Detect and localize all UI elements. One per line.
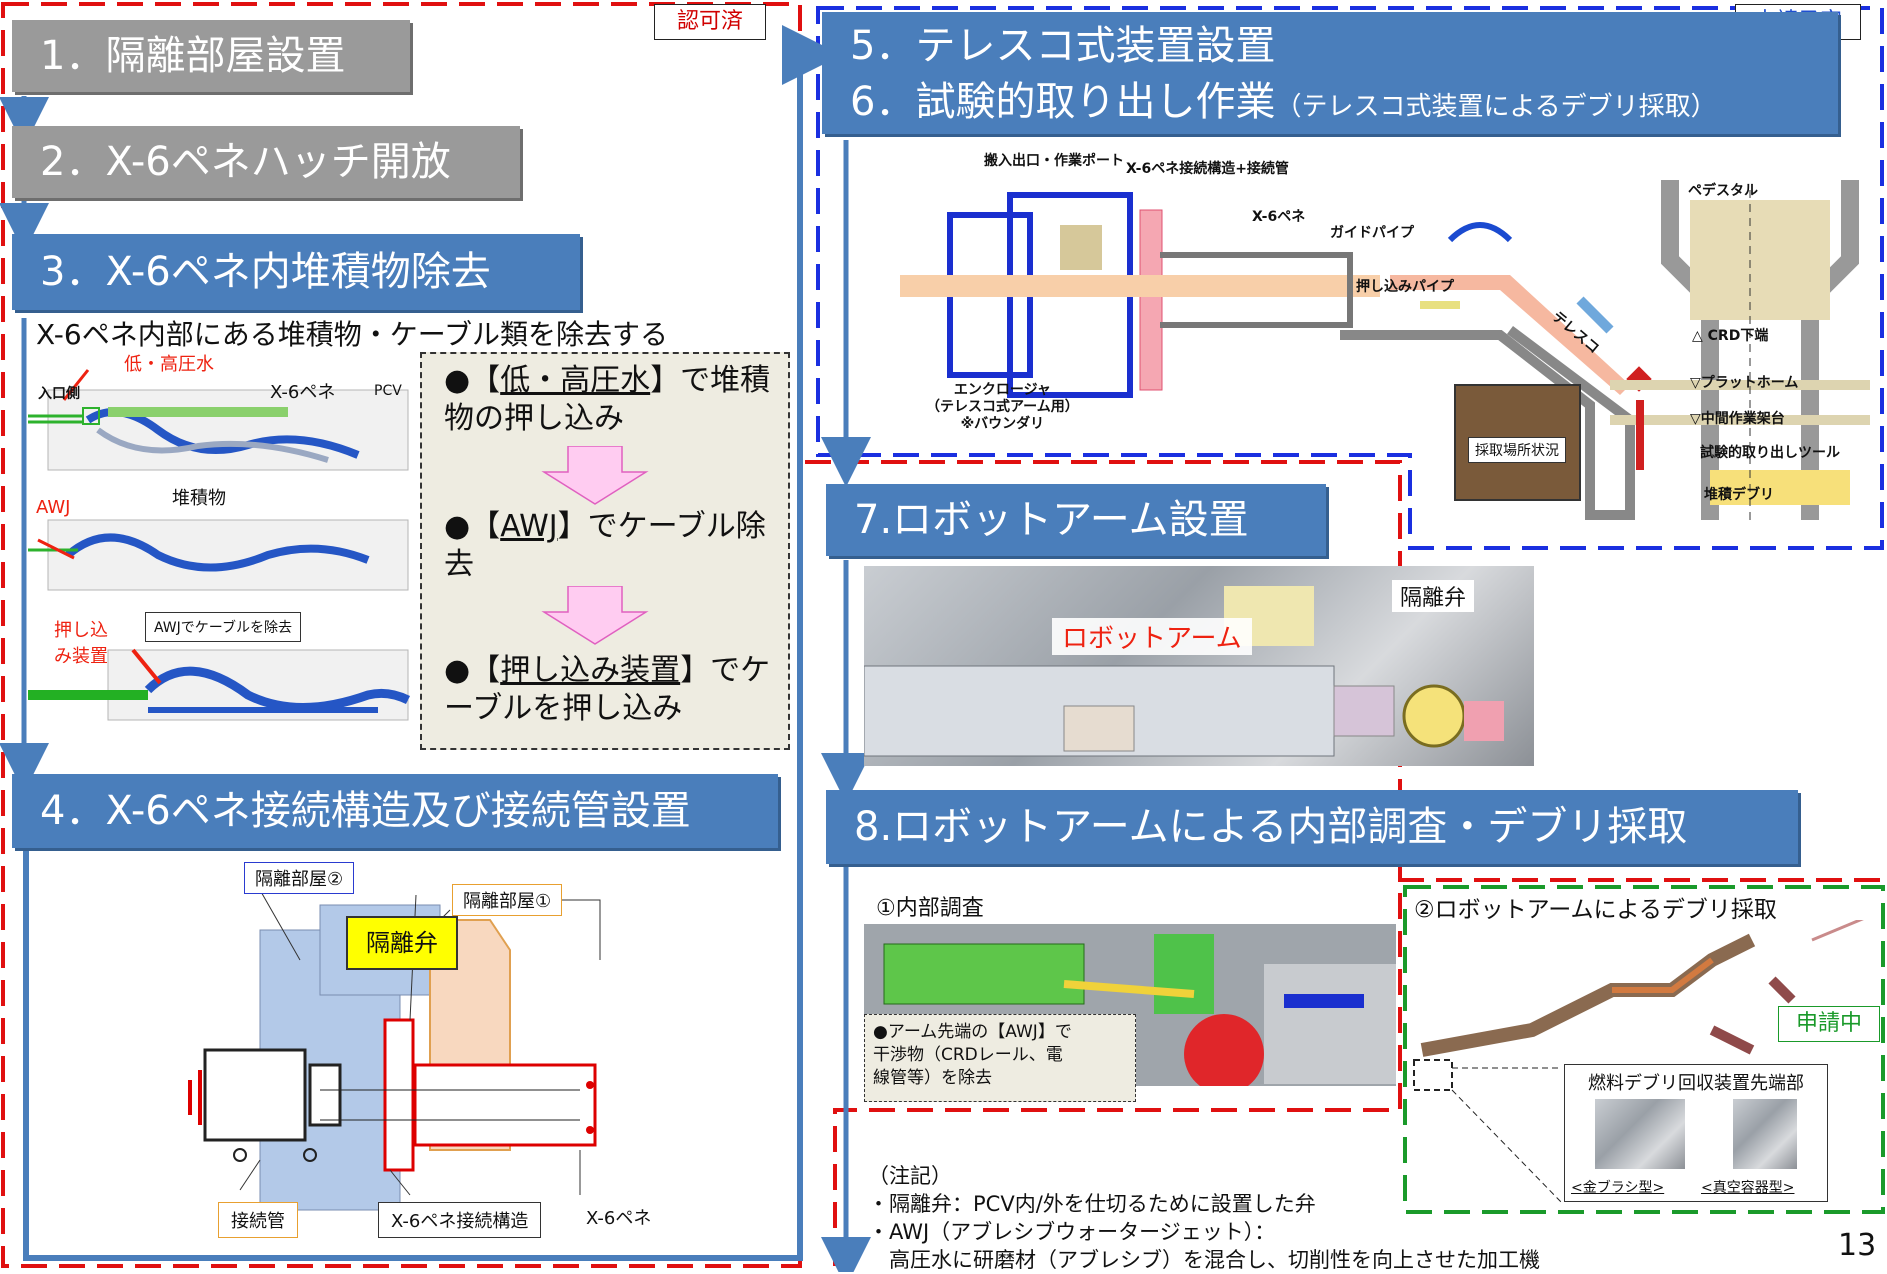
bullet-3: ●【押し込み装置】でケーブルを押し込み: [444, 653, 771, 726]
bullet-1: ●【低・高圧水】で堆積物の押し込み: [444, 363, 771, 436]
tip-title: 燃料デブリ回収装置先端部: [1588, 1073, 1804, 1094]
label-pedestal: ペデスタル: [1688, 183, 1758, 199]
step-7: 7.ロボットアーム設置: [826, 484, 1326, 556]
label-isolation-valve: 隔離弁: [346, 916, 458, 970]
label-x6-pene: X-6ペネ: [270, 382, 336, 403]
label-awj-cable: AWJでケーブルを除去: [145, 612, 301, 642]
tag-approved: 認可済: [654, 4, 766, 40]
note-3: 高圧水に研磨材（アブレシブ）を混合し、切削性を向上させた加工機: [868, 1248, 1540, 1272]
label-robot-arm: ロボットアーム: [1052, 618, 1252, 655]
vacuum-tip-photo: [1733, 1099, 1797, 1169]
down-arrow-1: [541, 446, 649, 505]
notes: （注記） ・隔離弁：PCV内/外を仕切るために設置した弁 ・AWJ（アブレシブウ…: [868, 1162, 1540, 1274]
tip-box: 燃料デブリ回収装置先端部 <金ブラシ型> <真空容器型>: [1564, 1064, 1828, 1202]
down-arrow-2: [541, 586, 649, 645]
label-crd-bottom: △ CRD下端: [1692, 328, 1769, 344]
step3-figure: [28, 369, 411, 721]
label-inlet-side: 入口側: [38, 386, 80, 402]
label-enclosure: エンクロージャ （テレスコ式アーム用） ※バウンダリ: [926, 382, 1079, 432]
step-2: 2．X-6ペネハッチ開放: [12, 126, 520, 198]
label-pcv: PCV: [374, 383, 402, 399]
step4-figure: [188, 889, 601, 1211]
step3-bullets-box: [420, 352, 790, 750]
planned-frame: [816, 6, 1884, 550]
applying-frame: [1403, 885, 1885, 1214]
step-3: 3．X-6ペネ内堆積物除去: [12, 234, 580, 310]
notes-head: （注記）: [868, 1164, 952, 1188]
step-1: 1．隔離部屋設置: [12, 20, 410, 92]
label-valve-step7: 隔離弁: [1392, 580, 1475, 612]
label-deposit: 堆積物: [172, 488, 226, 509]
label-robot-debris: ②ロボットアームによるデブリ採取: [1414, 897, 1777, 923]
label-room1: 隔離部屋①: [452, 884, 563, 916]
tag-applying: 申請中: [1778, 1006, 1880, 1042]
approved-frame-right: [805, 460, 1402, 1268]
label-conn-struct: X-6ペネ接続構造: [378, 1202, 542, 1238]
label-internal-survey: ①内部調査: [876, 896, 984, 921]
step-6-title: 6．試験的取り出し作業（テレスコ式装置によるデブリ採取）: [850, 79, 1717, 125]
arrow-4-5: [23, 25, 842, 1261]
label-awj: AWJ: [36, 497, 71, 518]
label-low-high-water: 低・高圧水: [124, 354, 214, 375]
robot-arm-shape: [863, 586, 1504, 757]
label-sampling-spot: 採取場所状況: [1468, 437, 1566, 463]
tip-brush-label: <金ブラシ型>: [1571, 1180, 1665, 1196]
robot-arm-tip-figure: [1420, 920, 1864, 1057]
step3-caption: X-6ペネ内部にある堆積物・ケーブル類を除去する: [36, 318, 669, 351]
bullet-1-key: 低・高圧水: [500, 363, 651, 398]
label-x6-conn: X-6ペネ接続構造+接続管: [1126, 161, 1289, 177]
label-conn-pipe: 接続管: [218, 1202, 298, 1238]
step-8: 8.ロボットアームによる内部調査・デブリ採取: [826, 790, 1798, 864]
brush-tip-photo: [1595, 1099, 1685, 1169]
note-2: ・AWJ（アブレシブウォータージェット）：: [868, 1220, 1276, 1244]
label-room2: 隔離部屋②: [244, 862, 355, 894]
step56-figure: [900, 180, 1870, 520]
label-port: 搬入出口・作業ポート: [984, 153, 1124, 169]
label-x6-pene-right: X-6ペネ: [1252, 209, 1306, 225]
label-push-pipe: 押し込みパイプ: [1356, 279, 1454, 295]
label-tool: 試験的取り出しツール: [1700, 445, 1840, 461]
label-x6-pene-bottom: X-6ペネ: [586, 1208, 652, 1229]
note-1: ・隔離弁：PCV内/外を仕切るために設置した弁: [868, 1192, 1316, 1216]
label-mid-scaffold: ▽中間作業架台: [1690, 411, 1785, 427]
awj-note: ●アーム先端の【AWJ】で 干渉物（CRDレール、電 線管等）を除去: [864, 1014, 1136, 1102]
label-guide-pipe: ガイドパイプ: [1330, 225, 1414, 241]
step-4: 4．X-6ペネ接続構造及び接続管設置: [12, 774, 778, 848]
bullet-2-key: AWJ: [500, 509, 558, 544]
bullet-3-key: 押し込み装置: [500, 653, 681, 688]
label-deposit-debris: 堆積デブリ: [1704, 487, 1774, 503]
step-5-title: 5．テレスコ式装置設置: [850, 23, 1276, 69]
step-5-6: 5．テレスコ式装置設置 6．試験的取り出し作業（テレスコ式装置によるデブリ採取）: [822, 12, 1838, 134]
bullet-2: ●【AWJ】でケーブル除去: [444, 509, 766, 582]
label-push-device: 押し込 み装置: [54, 620, 108, 667]
page-number: 13: [1838, 1228, 1877, 1263]
label-platform: ▽プラットホーム: [1690, 375, 1799, 391]
tip-vacuum-label: <真空容器型>: [1701, 1180, 1795, 1196]
